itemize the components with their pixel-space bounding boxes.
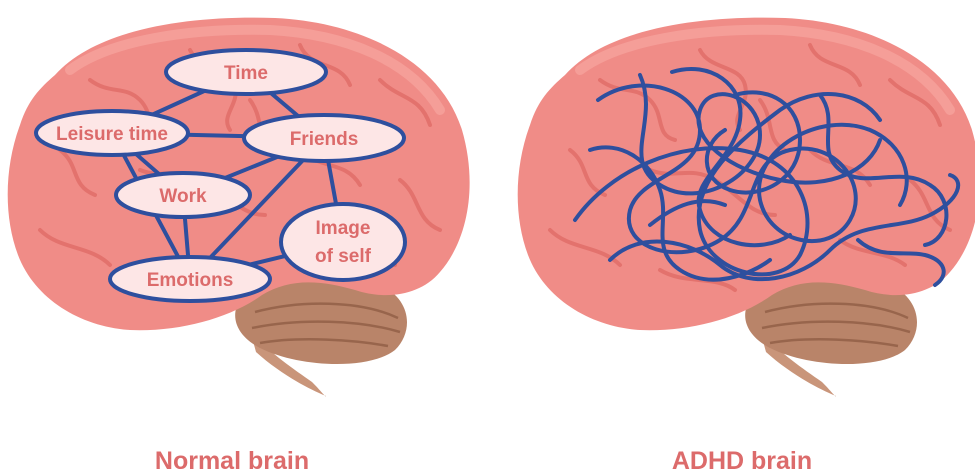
svg-text:of self: of self (315, 246, 372, 267)
node-friends: Friends (244, 115, 404, 161)
node-emotions: Emotions (110, 257, 270, 301)
svg-text:Time: Time (224, 63, 268, 84)
svg-text:Leisure time: Leisure time (56, 124, 168, 145)
svg-text:Emotions: Emotions (147, 270, 234, 291)
node-work: Work (116, 173, 250, 217)
adhd-brain-panel: ADHD brain (518, 18, 975, 471)
normal-brain-caption: Normal brain (155, 447, 309, 471)
adhd-brain-caption: ADHD brain (672, 447, 812, 471)
svg-text:Work: Work (159, 186, 207, 207)
node-time: Time (166, 50, 326, 94)
normal-brain-panel: Time Leisure time Friends Work Image of … (8, 18, 470, 471)
svg-text:Friends: Friends (290, 129, 359, 150)
node-leisure-time: Leisure time (36, 111, 188, 155)
node-image-of-self: Image of self (281, 204, 405, 280)
svg-text:Image: Image (316, 218, 371, 239)
